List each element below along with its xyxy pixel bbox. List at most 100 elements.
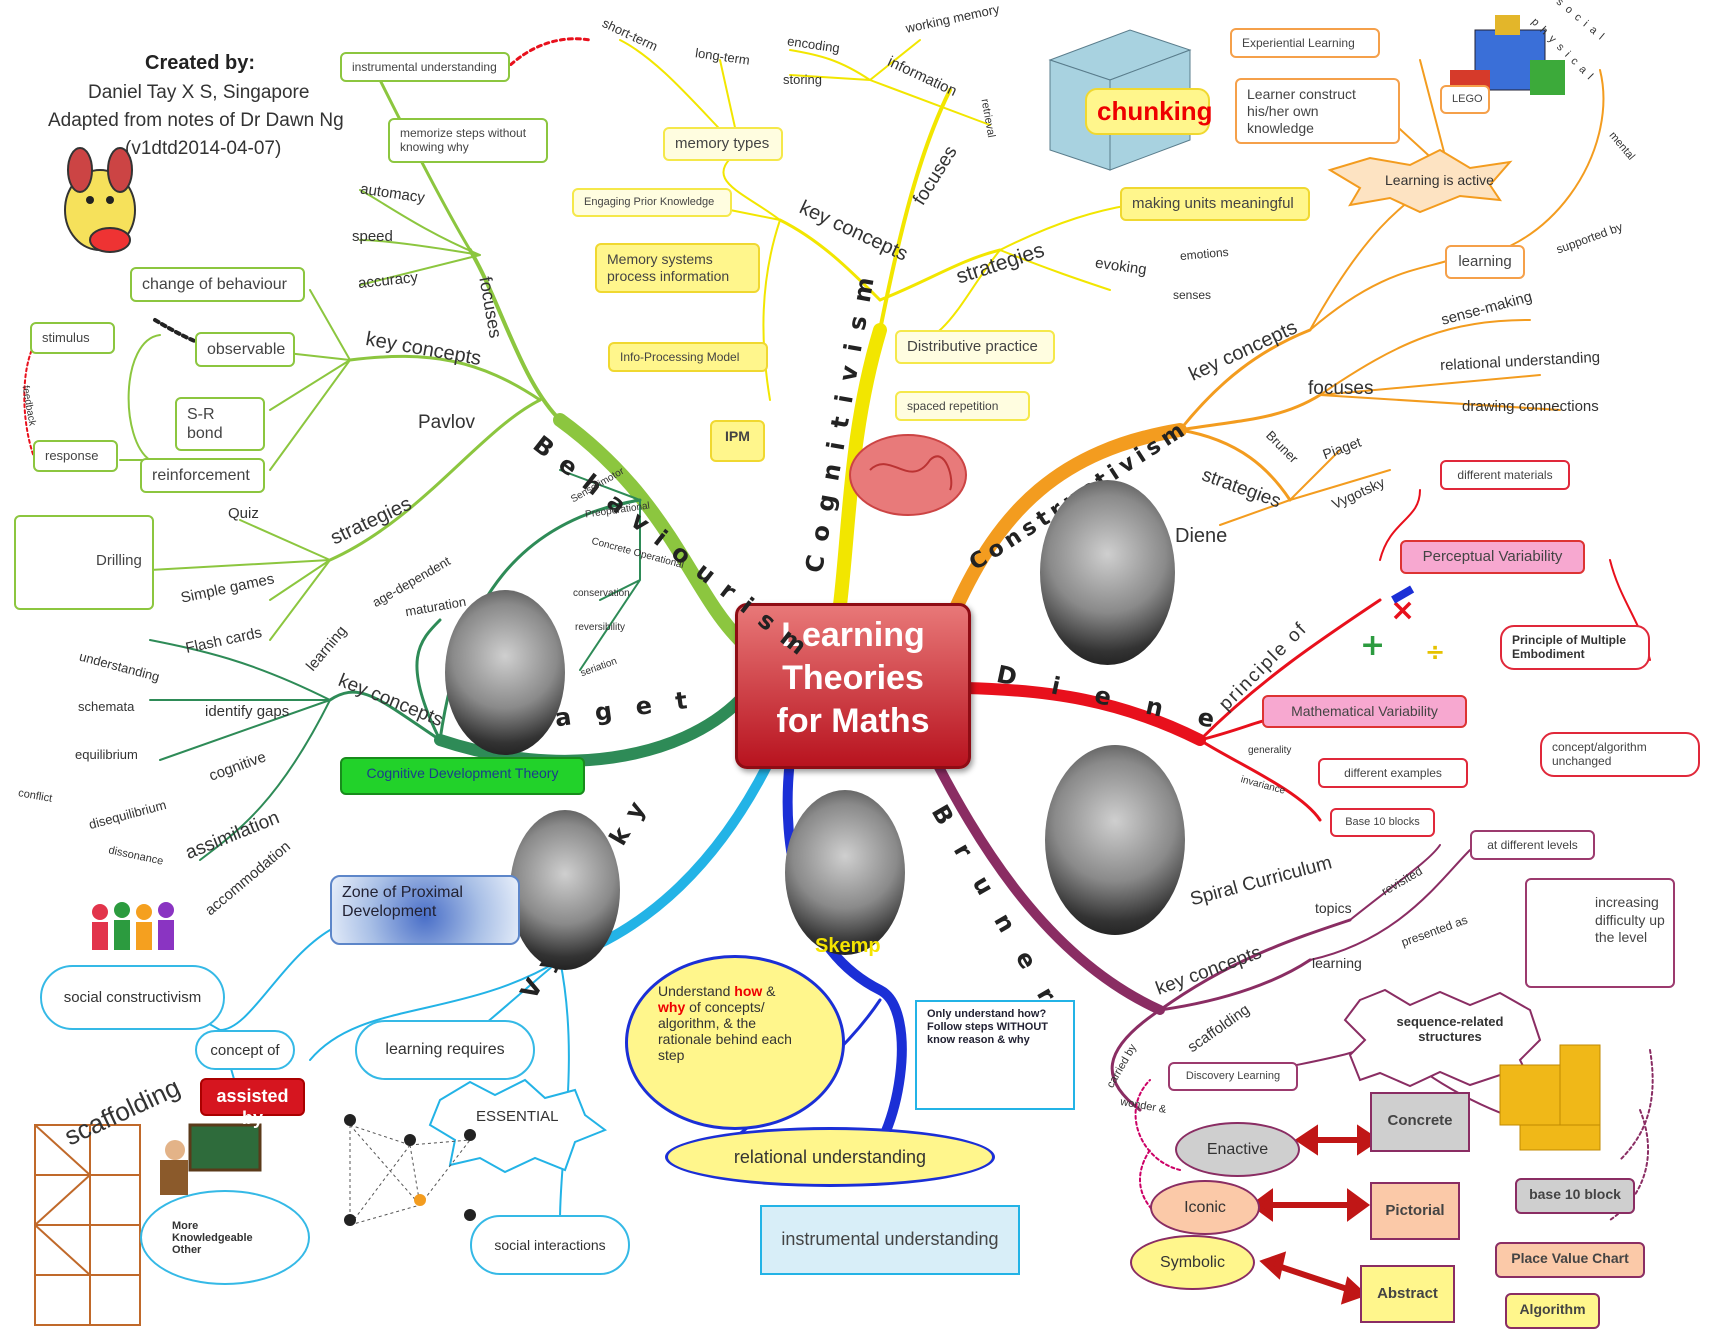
learning-requires-cloud: learning requires <box>355 1020 535 1080</box>
units-meaningful-node: making units meaningful <box>1120 187 1310 221</box>
bruner-branch <box>920 735 1165 1015</box>
bruner-portrait <box>1045 745 1185 935</box>
credits-source: Adapted from notes of Dr Dawn Ng <box>48 110 344 131</box>
piaget-branch <box>434 694 746 767</box>
prior-knowledge-node: Engaging Prior Knowledge <box>572 188 732 218</box>
scaffold-graphic <box>34 1124 141 1326</box>
zpd-node: Zone of Proximal Development <box>330 875 520 945</box>
center-title-line2: Theories <box>782 659 924 697</box>
plus-symbol-icon: + <box>1360 628 1385 663</box>
constructivism-branch <box>948 423 1187 617</box>
learning-active-label: Learning is active <box>1385 172 1494 188</box>
distributive-practice-node: Distributive practice <box>895 330 1055 364</box>
experiential-learning-node: Experiential Learning <box>1230 28 1380 59</box>
conservation-label: conservation <box>573 588 630 599</box>
sequence-structures-label: sequence-related structures <box>1396 1014 1504 1044</box>
diene-portrait <box>1040 480 1175 665</box>
skemp-name: Skemp <box>815 935 881 957</box>
discovery-learning-node: Discovery Learning <box>1168 1062 1298 1092</box>
brain-graphic <box>849 434 967 516</box>
schemata-label: schemata <box>78 699 135 714</box>
enactive-oval: Enactive <box>1175 1122 1300 1177</box>
sr-bond-node: S-R bond <box>175 397 265 452</box>
instrumental-understanding-box: instrumental understanding <box>760 1205 1020 1275</box>
abstract-node: Abstract <box>1360 1265 1455 1323</box>
skemp-relational-oval: Understand how &why of concepts/ algorit… <box>625 955 845 1130</box>
memory-systems-node: Memory systems process information <box>595 243 760 293</box>
reinforcement-node: reinforcement <box>140 458 265 494</box>
spaced-repetition-node: spaced repetition <box>895 391 1030 422</box>
assisted-by-node: assisted by <box>200 1078 305 1128</box>
place-value-chart-node: Place Value Chart <box>1495 1242 1645 1278</box>
concept-unchanged-node: concept/algorithm unchanged <box>1540 732 1700 777</box>
people-group-graphic <box>92 902 174 950</box>
skemp-why-text: why <box>658 999 686 1015</box>
learner-construct-node: Learner construct his/her own knowledge <box>1235 78 1400 145</box>
base10-block-node: base 10 block <box>1515 1178 1635 1214</box>
perceptual-variability-node: Perceptual Variability <box>1400 540 1585 574</box>
bruner-learning-label: learning <box>1312 955 1362 971</box>
diene-branch <box>959 682 1206 746</box>
social-interactions-cloud: social interactions <box>470 1215 630 1275</box>
equilibrium-label: equilibrium <box>75 747 138 762</box>
minus-symbol-icon <box>1391 585 1415 604</box>
diene-name-label: Diene <box>1175 525 1228 547</box>
mko-cloud: More Knowledgeable Other <box>140 1190 310 1285</box>
storing-label: storing <box>783 72 823 87</box>
concept-of-cloud: concept of <box>195 1030 295 1070</box>
observable-node: observable <box>195 332 295 368</box>
drilling-label: Drilling <box>96 552 142 569</box>
piaget-portrait <box>445 590 565 755</box>
stimulus-node: stimulus <box>30 322 115 354</box>
credits-version: (v1dtd2014-04-07) <box>125 138 282 159</box>
instrumental-understanding-node: instrumental understanding <box>340 52 510 83</box>
skemp-amp-text: & <box>762 983 776 999</box>
increasing-difficulty-node: increasing difficulty up the level <box>1525 878 1675 988</box>
chunking-node: chunking <box>1085 88 1213 136</box>
iconic-oval: Iconic <box>1150 1180 1260 1235</box>
multiple-embodiment-node: Principle of Multiple Embodiment <box>1500 625 1650 670</box>
algorithm-node: Algorithm <box>1505 1293 1600 1329</box>
generality-label: generality <box>1248 745 1292 756</box>
senses-label: senses <box>1173 288 1212 302</box>
increasing-difficulty-text: increasing difficulty up the level <box>1595 894 1665 945</box>
response-node: response <box>33 440 118 472</box>
credits-title: Created by: <box>145 52 256 74</box>
divide-symbol-icon: ÷ <box>1425 638 1445 666</box>
only-understand-how-node: Only understand how? Follow steps WITHOU… <box>915 1000 1075 1110</box>
base10-blocks-node: Base 10 blocks <box>1330 808 1435 838</box>
info-processing-node: Info-Processing Model <box>608 342 768 373</box>
quiz-label: Quiz <box>228 505 259 522</box>
concrete-node: Concrete <box>1370 1092 1470 1152</box>
different-examples-node: different examples <box>1318 758 1468 789</box>
drilling-node: Drilling <box>14 515 154 610</box>
memorize-steps-node: memorize steps without knowing why <box>388 118 548 163</box>
at-different-levels-node: at different levels <box>1470 830 1595 861</box>
relational-understanding-oval: relational understanding <box>665 1127 995 1187</box>
gold-blocks-graphic <box>1499 1044 1601 1151</box>
social-constructivism-cloud: social constructivism <box>40 965 225 1030</box>
topics-label: topics <box>1315 900 1352 916</box>
essential-label: ESSENTIAL <box>476 1108 559 1125</box>
skemp-portrait <box>785 790 905 955</box>
mathematical-variability-node: Mathematical Variability <box>1262 695 1467 728</box>
speed-label: speed <box>352 228 393 245</box>
behaviourism-branch <box>553 413 747 647</box>
skemp-how-text: how <box>734 983 763 999</box>
learning-active-star <box>1327 148 1513 214</box>
identify-gaps-label: identify gaps <box>205 703 290 720</box>
credits-author: Daniel Tay X S, Singapore <box>88 82 310 103</box>
center-title-box: Learning Theories for Maths <box>735 603 971 769</box>
pictorial-node: Pictorial <box>1370 1182 1460 1240</box>
vygotsky-portrait <box>510 810 620 970</box>
cons-learning-node: learning <box>1445 245 1525 279</box>
network-graphic <box>349 1124 471 1226</box>
essential-star-shape <box>428 1078 608 1174</box>
cartoon-dog-graphic <box>64 147 136 253</box>
cons-focuses-label: focuses <box>1308 378 1374 399</box>
different-materials-node: different materials <box>1440 460 1570 491</box>
center-title-line1: Learning <box>781 616 925 654</box>
symbolic-oval: Symbolic <box>1130 1235 1255 1290</box>
memory-types-node: memory types <box>663 127 783 161</box>
